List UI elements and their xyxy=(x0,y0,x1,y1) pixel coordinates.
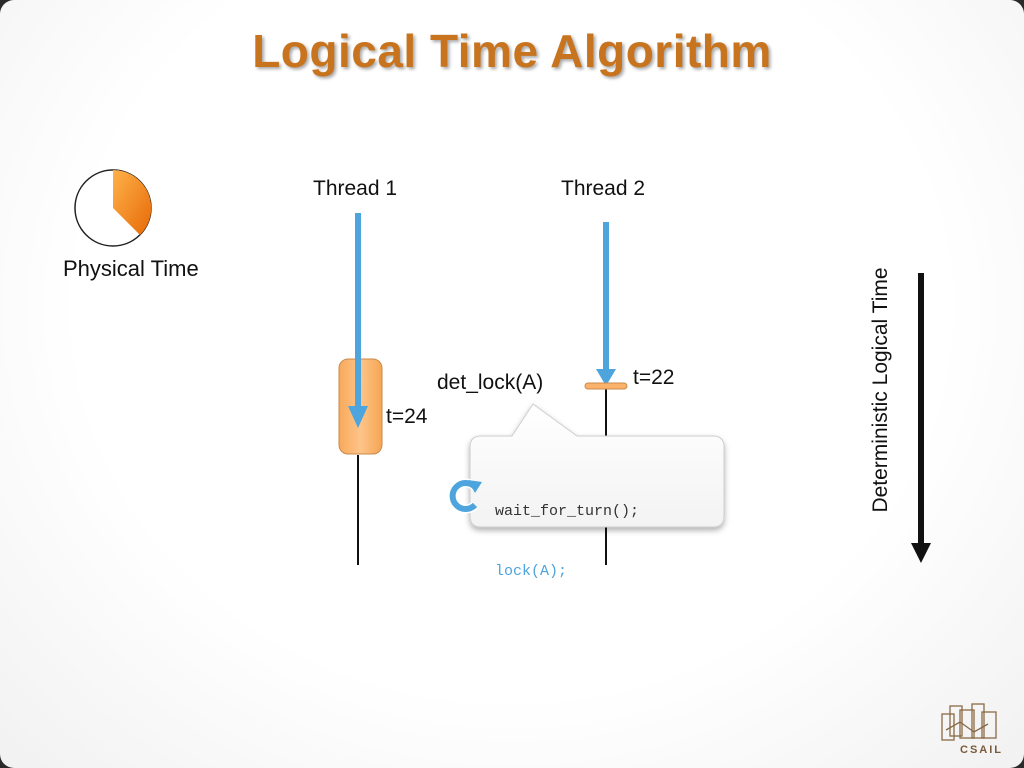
csail-logo xyxy=(941,703,997,741)
physical-time-label: Physical Time xyxy=(63,256,199,281)
logical-time-axis-label: Deterministic Logical Time xyxy=(869,267,892,513)
thread2-lock-marker xyxy=(584,382,628,390)
thread1-arrow xyxy=(348,213,368,428)
slide-title: Logical Time Algorithm xyxy=(252,25,772,77)
clock-icon xyxy=(74,169,152,247)
refresh-icon xyxy=(448,478,482,514)
csail-logo-text: CSAIL xyxy=(960,744,1003,756)
det-lock-label: det_lock(A) xyxy=(437,371,544,394)
thread1-time-label: t=24 xyxy=(386,405,428,428)
thread2-label: Thread 2 xyxy=(561,177,646,200)
code-callout: wait_for_turn(); lock(A); xyxy=(469,403,725,580)
code-snippet: wait_for_turn(); lock(A); xyxy=(495,462,639,622)
logical-time-arrow xyxy=(911,273,931,563)
thread1-label: Thread 1 xyxy=(313,177,398,200)
code-line-lock: lock(A); xyxy=(495,563,568,580)
thread2-arrow xyxy=(596,222,616,386)
code-line-wait: wait_for_turn(); xyxy=(495,503,640,520)
thread2-time-label: t=22 xyxy=(633,366,675,389)
